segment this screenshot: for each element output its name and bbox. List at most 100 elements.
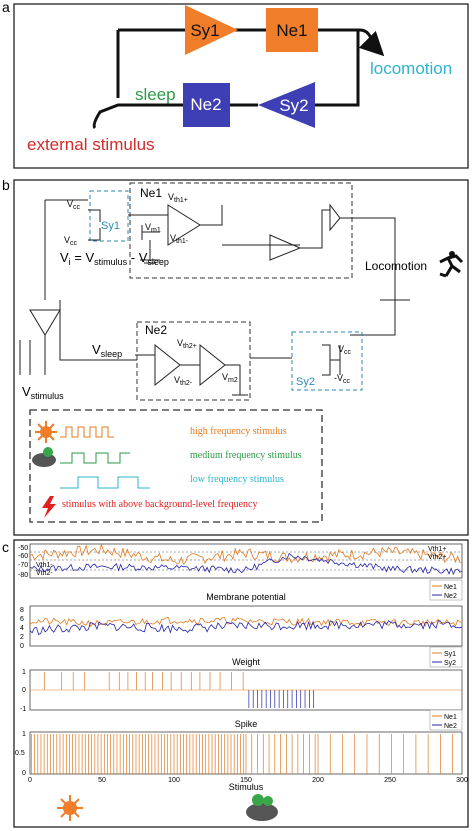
sy2-weight-series	[29, 620, 463, 636]
legend-above-background: stimulus with above background-level fre…	[62, 499, 258, 510]
ytick: -50	[18, 545, 28, 552]
ytick: -80	[18, 572, 28, 579]
storm-cloud-icon	[32, 447, 56, 467]
plot-spike-xlabel: Spike	[235, 719, 258, 729]
vth1m-label: Vth1-	[170, 233, 189, 245]
ytick: 0.5	[15, 750, 25, 757]
xtick: 50	[98, 777, 106, 784]
legend-sy2: Sy2	[444, 660, 456, 667]
panel-c-label: c	[2, 539, 9, 555]
ne2-membrane-series	[29, 552, 463, 576]
ytick: 0	[22, 687, 26, 694]
ytick: 6	[20, 616, 24, 623]
ne1-block	[266, 8, 318, 52]
panel-a-label: a	[2, 0, 10, 15]
ne2-circuit-label: Ne2	[145, 323, 167, 337]
sy2-label: Sy2	[279, 96, 308, 115]
vth1p-annotation: Vth1+	[428, 546, 447, 553]
top-wire	[118, 28, 380, 52]
locomotion-label: locomotion	[370, 59, 452, 78]
moon-icon	[425, 796, 438, 822]
ytick: 0	[22, 770, 26, 777]
ne1-rc-network	[140, 225, 160, 264]
plot-membrane-axes	[29, 543, 463, 579]
xtick: 100	[168, 777, 180, 784]
legend-ne2: Ne2	[444, 723, 457, 730]
sy2-dashed-box	[291, 331, 363, 391]
plot-weight-xlabel: Weight	[232, 657, 260, 667]
ytick: 0	[20, 643, 24, 650]
panel-b-label: b	[2, 177, 10, 193]
storm-cloud-icon	[246, 794, 278, 821]
ne2-block	[183, 83, 230, 127]
vcc-neg-label: Vcc	[64, 235, 78, 247]
right-wire	[315, 30, 360, 107]
xtick: 150	[240, 777, 252, 784]
external-stimulus-label: external stimulus	[27, 135, 155, 154]
ytick: 2	[20, 634, 24, 641]
legend-ne2: Ne2	[444, 593, 457, 600]
plot-weight: 8 6 4 2 0 Weight Sy1 Sy2	[20, 605, 463, 668]
xtick: 0	[28, 777, 32, 784]
plot-spike: 1 0 -1 Spike Ne1 Ne2	[20, 669, 463, 731]
panel-a-frame	[13, 3, 469, 169]
moon-icon	[41, 474, 50, 492]
vcc2-neg-label: -Vcc	[334, 373, 351, 385]
ytick: 4	[20, 625, 24, 632]
vth2m-label: Vth2-	[174, 375, 193, 387]
vth2p-annotation: Vth2+	[428, 554, 447, 561]
sy1-dashed-box	[89, 190, 129, 242]
ne1-label: Ne1	[276, 21, 307, 40]
low-frequency-wave	[60, 476, 150, 489]
vth2p-label: Vth2+	[177, 338, 197, 350]
vth2m-annotation: Vth2-	[36, 570, 53, 577]
panel-c: c -50 -60 -70 -80 Vth1+ Vth2+ Vth1- Vth2…	[2, 539, 469, 828]
vth1p-label: Vth1+	[168, 192, 188, 204]
ne2-circuit-wires	[135, 305, 396, 396]
plot-membrane: -50 -60 -70 -80 Vth1+ Vth2+ Vth1- Vth2- …	[18, 542, 463, 602]
ytick: -70	[18, 562, 28, 569]
ne2-label: Ne2	[190, 95, 221, 114]
sy1-circuit-label: Sy1	[101, 220, 120, 232]
ytick: 8	[20, 607, 24, 614]
plot-weight-axes	[29, 605, 463, 647]
vstimulus-label: Vstimulus	[22, 384, 64, 401]
ne1-membrane-series	[29, 542, 463, 565]
panel-a: a Sy1 Ne1 Ne2 Sy2 locomotion sleep exter…	[2, 0, 469, 169]
summer-circuit-wires	[19, 262, 137, 375]
sun-icon	[57, 795, 83, 821]
high-frequency-wave	[60, 426, 114, 438]
ytick: 1	[22, 669, 26, 676]
ne1-dashed-box	[129, 182, 353, 279]
sy2-block	[258, 82, 315, 128]
sy1-label: Sy1	[190, 21, 219, 40]
ne1-circuit-label: Ne1	[140, 186, 162, 200]
legend-ne1: Ne1	[444, 714, 457, 721]
plot-stimulus-xlabel: Stimulus	[229, 782, 264, 792]
legend-high-frequency: high frequency stimulus	[190, 426, 287, 437]
panel-b-frame	[13, 179, 469, 536]
ytick: -60	[18, 553, 28, 560]
sy2-circuit-label: Sy2	[296, 376, 315, 388]
sleep-label: sleep	[135, 85, 176, 104]
stimulus-legend-box	[29, 409, 323, 523]
vsleep-label: Vsleep	[92, 342, 122, 359]
sy1-block	[185, 5, 238, 55]
vth1m-annotation: Vth1-	[36, 562, 53, 569]
xtick: 250	[384, 777, 396, 784]
bottom-wire	[92, 103, 258, 130]
lightning-icon	[42, 496, 56, 518]
panel-c-frame	[13, 539, 469, 828]
vcc-top-label: Vcc	[67, 199, 81, 211]
vm2-label: Vm2	[222, 372, 238, 384]
panel-b: b Ne1 Sy1 Vcc Vcc Vm1 Vth1+ Vth1- Vi = V…	[2, 177, 469, 536]
legend-ne1: Ne1	[444, 584, 457, 591]
runner-icon	[439, 251, 464, 278]
xtick: 200	[312, 777, 324, 784]
sun-icon	[35, 421, 57, 443]
vi-equation: Vi = Vstimulus - Vsleep	[60, 250, 169, 267]
medium-frequency-wave	[60, 452, 130, 464]
legend-sy1: Sy1	[444, 651, 456, 658]
vm1-label: Vm1	[145, 222, 161, 234]
